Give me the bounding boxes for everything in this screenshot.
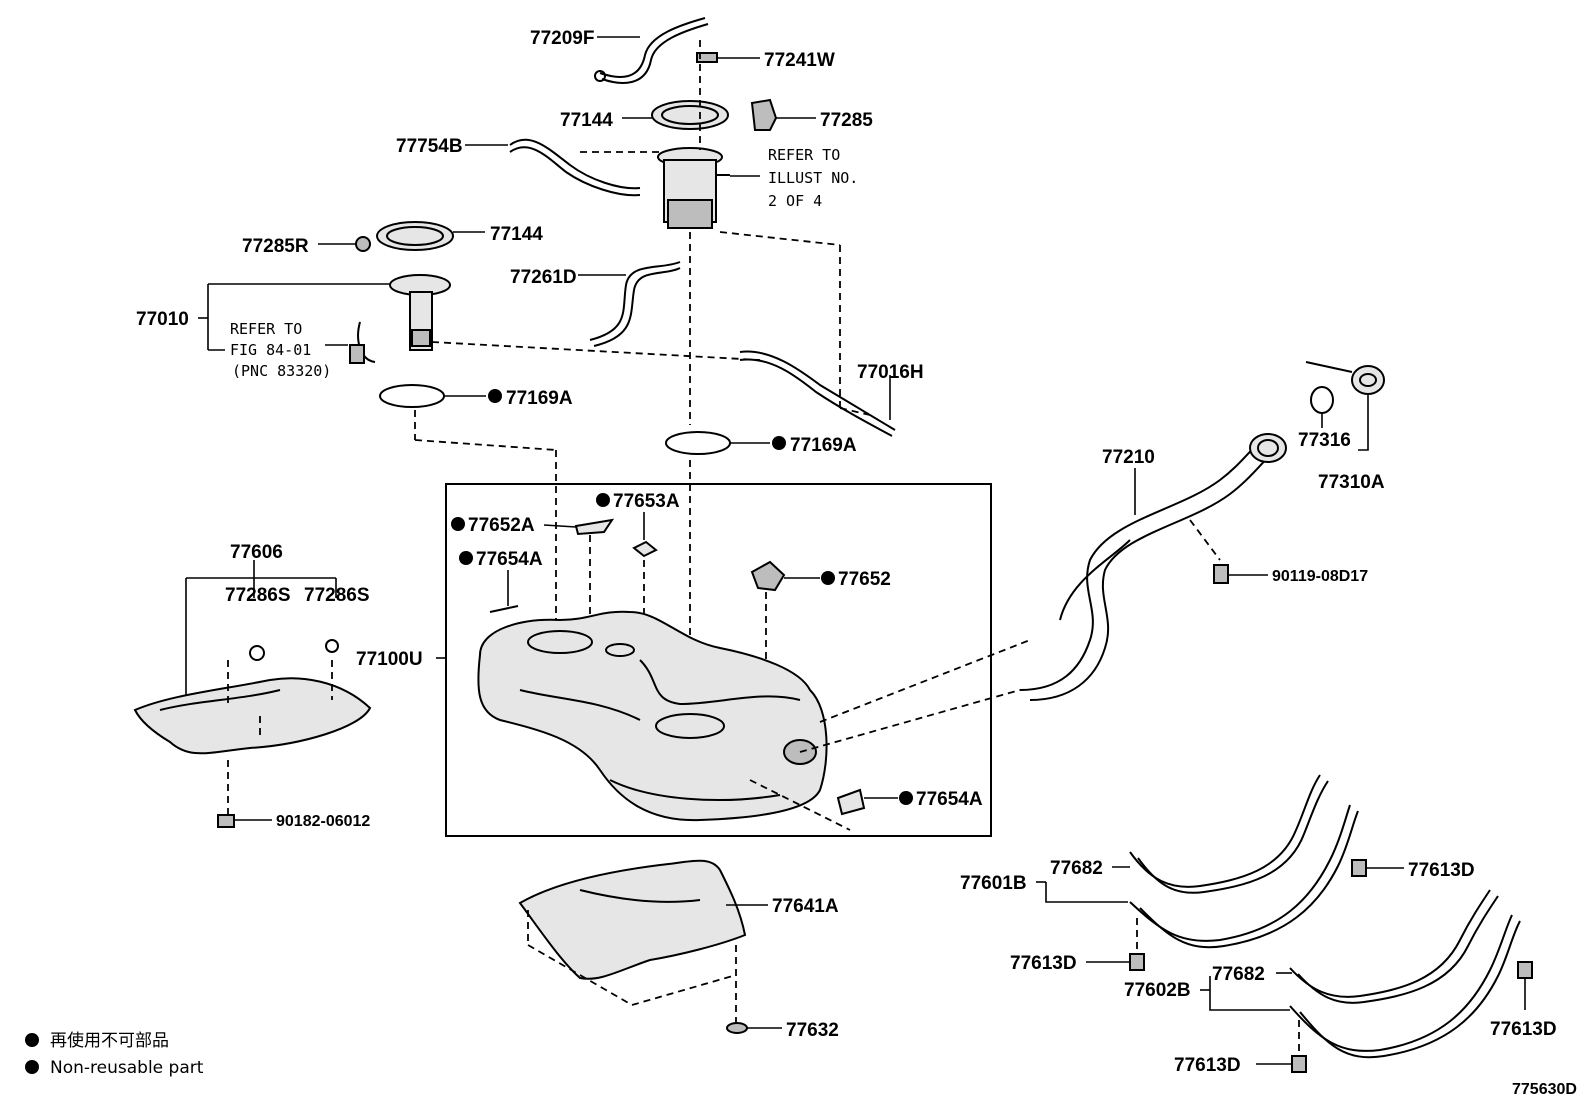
tube-77016H (739, 350, 896, 431)
clip-77286S-left (249, 645, 265, 661)
label-90182-06012: 90182-06012 (276, 813, 370, 830)
tube-77261D (589, 261, 681, 341)
label-77601B: 77601B (960, 873, 1027, 894)
nut-77285R (355, 236, 371, 252)
label-77654A-bottom: 77654A (916, 789, 983, 810)
label-77654A-top: 77654A (476, 549, 543, 570)
heat-protector-77606 (133, 677, 372, 755)
strap-77602B (1289, 914, 1521, 1059)
strap-77601B (1129, 804, 1359, 949)
fuel-tank-77100U (477, 610, 828, 822)
note-refer-fig-line3: (PNC 83320) (232, 362, 331, 380)
label-77100U: 77100U (356, 649, 423, 670)
label-77016H: 77016H (857, 362, 924, 383)
label-77682-lower: 77682 (1212, 964, 1265, 985)
legend-en: Non-reusable part (50, 1058, 204, 1078)
strap-77682-upper (1129, 774, 1329, 894)
label-77144-top: 77144 (560, 110, 613, 131)
label-77169A-right: 77169A (790, 435, 857, 456)
label-77602B: 77602B (1124, 980, 1191, 1001)
tube-77209F (594, 17, 709, 84)
label-90119-08D17: 90119-08D17 (1272, 568, 1368, 585)
note-refer-illust-line1: REFER TO (768, 146, 840, 164)
label-77653A: 77653A (613, 491, 680, 512)
label-77144-left: 77144 (490, 224, 543, 245)
fuel-tank-box (445, 483, 992, 837)
label-77210: 77210 (1102, 447, 1155, 468)
label-77286S-left: 77286S (225, 585, 291, 606)
label-77613D-d: 77613D (1174, 1055, 1241, 1076)
note-refer-fig-line1: REFER TO (230, 320, 302, 338)
legend-jp: 再使用不可部品 (50, 1030, 169, 1051)
label-77613D-b: 77613D (1010, 953, 1077, 974)
label-77010: 77010 (136, 309, 189, 330)
label-77209F: 77209F (530, 28, 594, 49)
clip-77632 (726, 1022, 748, 1034)
bolt-77613D-a (1351, 859, 1367, 877)
pad-77652A (574, 518, 615, 536)
figure-id: 775630D (1512, 1081, 1577, 1098)
label-77310A: 77310A (1318, 472, 1385, 493)
bolt-90119 (1213, 564, 1229, 584)
label-77613D-a: 77613D (1408, 860, 1475, 881)
label-77316: 77316 (1298, 430, 1351, 451)
label-77754B: 77754B (396, 136, 463, 157)
bracket-77285 (750, 98, 778, 131)
label-77241W: 77241W (764, 50, 835, 71)
pad-77653A (632, 540, 658, 558)
pad-77654A-bottom (836, 788, 866, 816)
clip-77286S-right (325, 639, 339, 653)
label-77652A: 77652A (468, 515, 535, 536)
bolt-77613D-c (1517, 961, 1533, 979)
strip-77654A-top (489, 605, 519, 613)
protector-77641A (518, 859, 747, 980)
sender-gauge-77010 (349, 274, 451, 364)
fuel-cap-77310A (1305, 361, 1385, 395)
strap-77682-lower (1289, 889, 1499, 1004)
label-77286S-right: 77286S (304, 585, 370, 606)
fuel-pump-module (657, 147, 730, 229)
clip-77652 (750, 560, 786, 592)
gasket-77169A-right (665, 431, 731, 455)
note-refer-fig-line2: FIG 84-01 (230, 341, 311, 359)
label-77652: 77652 (838, 569, 891, 590)
label-77261D: 77261D (510, 267, 577, 288)
label-77632: 77632 (786, 1020, 839, 1041)
bolt-90182 (217, 814, 235, 828)
bolt-77613D-b (1129, 953, 1145, 971)
label-77606: 77606 (230, 542, 283, 563)
note-refer-illust-line2: ILLUST NO. (768, 169, 858, 187)
label-77285R: 77285R (242, 236, 309, 257)
legend-dot-en (25, 1060, 39, 1074)
legend-dot-jp (25, 1033, 39, 1047)
note-refer-illust-line3: 2 OF 4 (768, 192, 822, 210)
gasket-77169A-left (379, 384, 445, 408)
gasket-77316 (1310, 386, 1334, 414)
filler-pipe-77210 (1019, 433, 1287, 701)
label-77169A-left: 77169A (506, 388, 573, 409)
label-77641A: 77641A (772, 896, 839, 917)
hose-77754B (509, 138, 641, 190)
label-77682-upper: 77682 (1050, 858, 1103, 879)
label-77613D-c: 77613D (1490, 1019, 1557, 1040)
bolt-77613D-d (1291, 1055, 1307, 1073)
label-77285: 77285 (820, 110, 873, 131)
